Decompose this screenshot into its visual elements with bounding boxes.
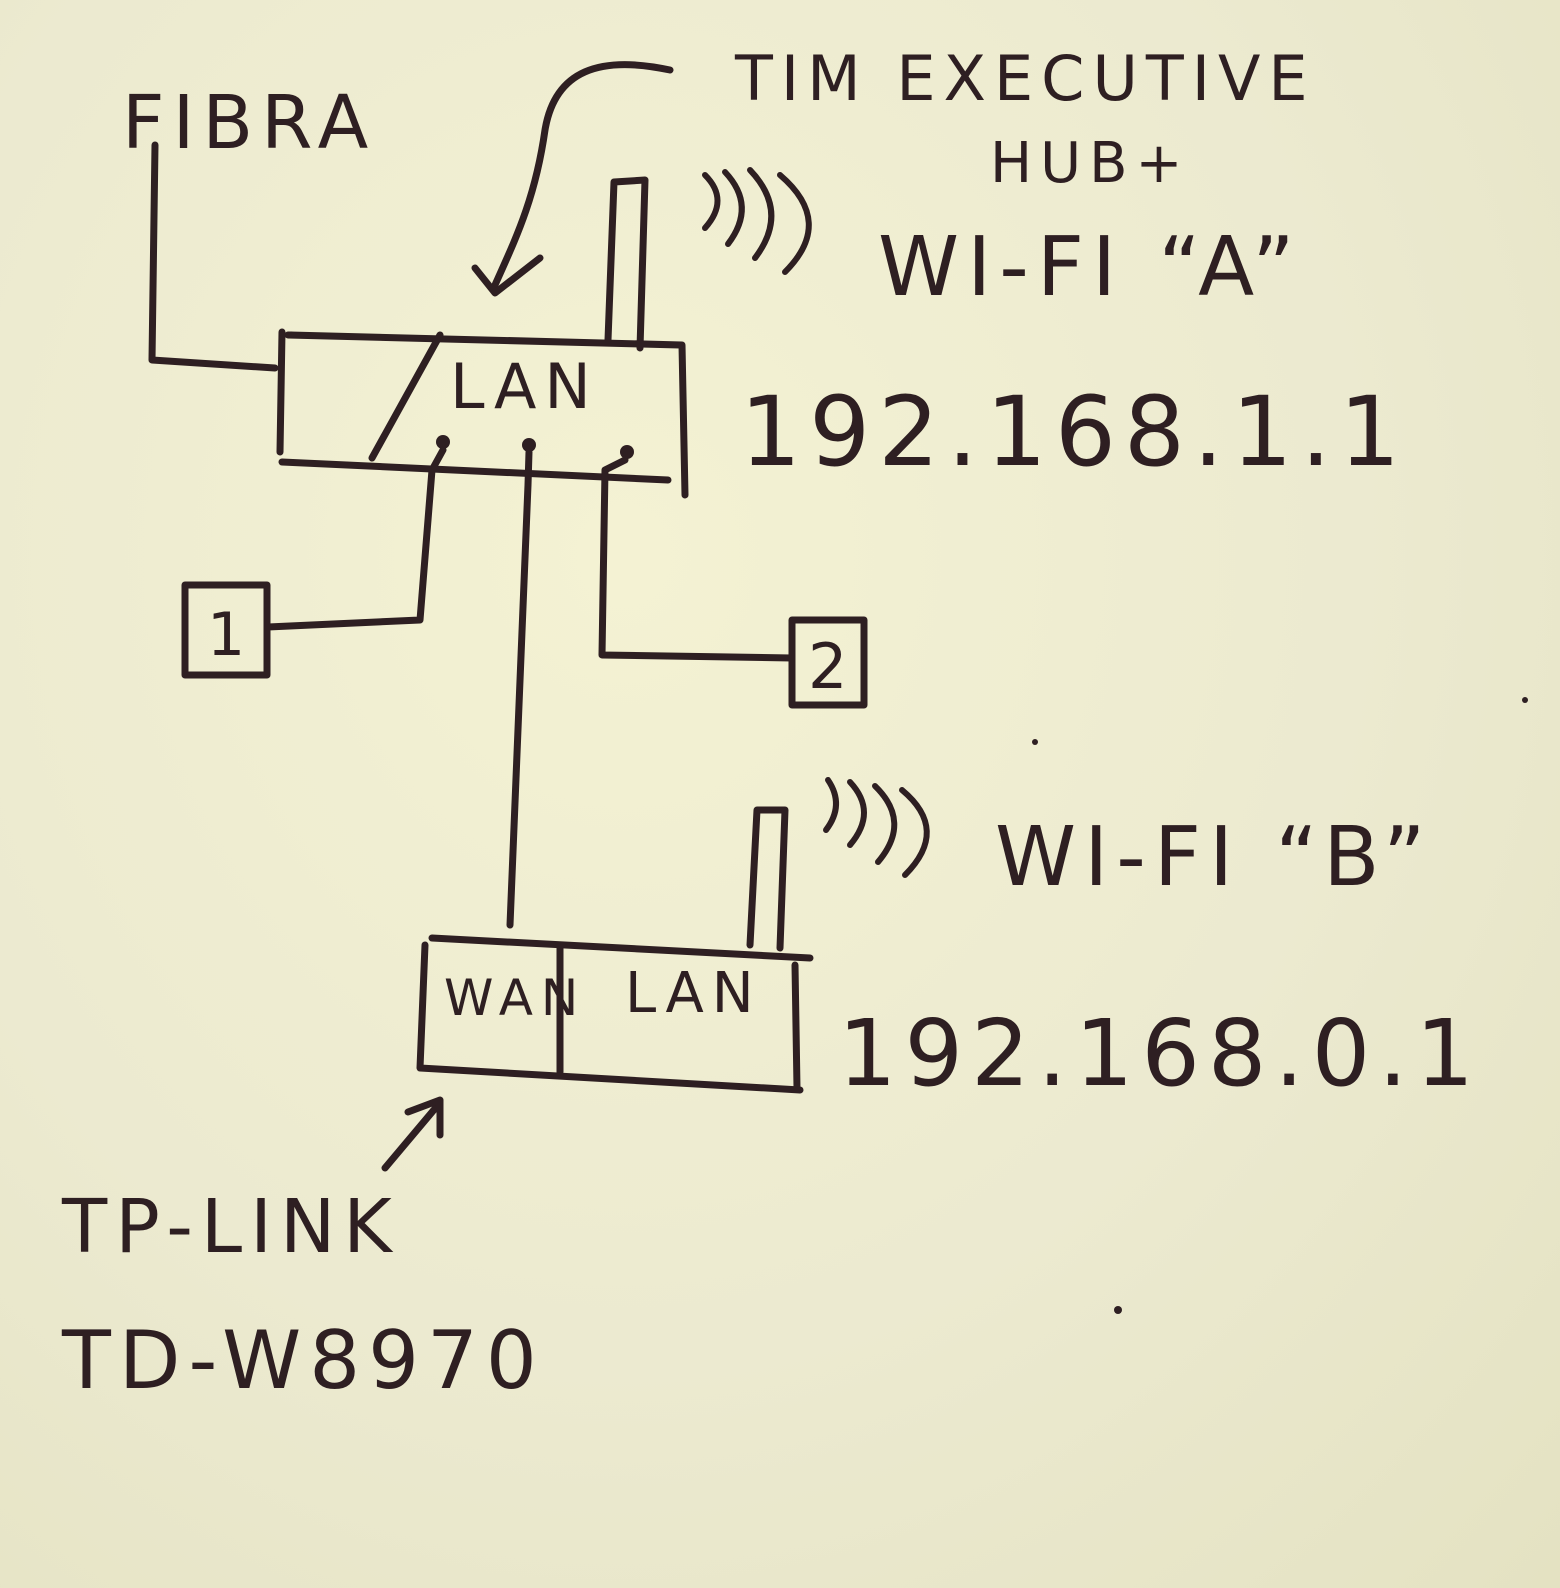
- fiber-line: [148, 141, 279, 372]
- hub-antenna: [604, 176, 649, 352]
- hub-name-line2: HUB+: [990, 131, 1190, 196]
- wifi-a-label: WI-FI “A”: [878, 220, 1303, 315]
- hub-pointer-arrowhead: [471, 254, 544, 297]
- hub-port-3: [620, 445, 634, 459]
- device-1-label: 1: [207, 600, 253, 670]
- hub-box-divider: [368, 331, 444, 462]
- tplink-ip-label: 192.168.0.1: [838, 1000, 1482, 1107]
- hub-box: [276, 328, 689, 499]
- cable-device-1: [264, 446, 447, 631]
- wifi-a-signal-icon: [702, 167, 812, 275]
- wifi-b-label: WI-FI “B”: [995, 810, 1433, 905]
- cable-device-2: [598, 456, 796, 662]
- hub-port-1: [436, 435, 450, 449]
- tplink-pointer-arrow: [381, 1101, 442, 1172]
- hub-pointer-arrow: [491, 61, 674, 289]
- tplink-name-line1: TP-LINK: [61, 1184, 400, 1270]
- wifi-b-signal-icon: [823, 777, 930, 878]
- hub-name-line1: TIM EXECUTIVE: [734, 42, 1316, 115]
- tplink-lan-label: LAN: [625, 961, 762, 1026]
- fibra-label: FIBRA: [122, 80, 376, 166]
- paper-speck: [1522, 697, 1528, 703]
- tplink-pointer-arrowhead: [404, 1096, 444, 1139]
- hub-port-2: [522, 438, 536, 452]
- device-1-box: [181, 581, 271, 679]
- paper-speck: [1114, 1306, 1122, 1314]
- tplink-wan-label: WAN: [444, 969, 586, 1027]
- cable-hub-to-tplink: [506, 448, 533, 929]
- tplink-box: [416, 934, 814, 1094]
- hub-ip-label: 192.168.1.1: [740, 376, 1408, 488]
- tplink-antenna: [746, 806, 789, 952]
- tplink-name-line2: TD-W8970: [61, 1314, 545, 1407]
- hub-port-label: LAN: [450, 350, 599, 423]
- device-2-label: 2: [808, 630, 855, 703]
- paper-speck: [1032, 739, 1038, 745]
- device-2-box: [788, 616, 868, 709]
